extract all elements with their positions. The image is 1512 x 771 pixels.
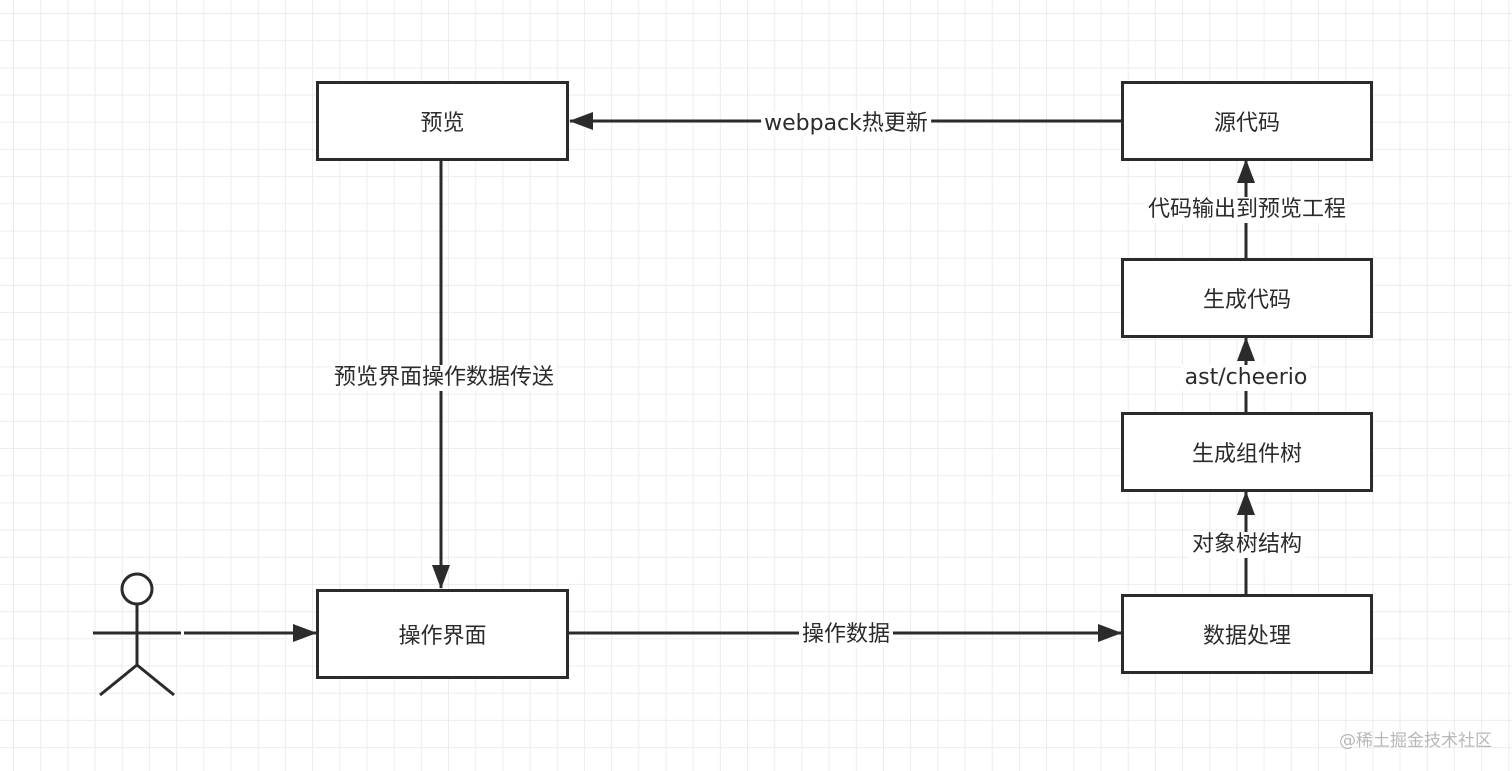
node-label: 生成组件树: [1191, 442, 1302, 467]
edge-label-webpack-hot-update: webpack热更新: [761, 111, 931, 137]
edge-label-preview-data-transfer: 预览界面操作数据传送: [330, 365, 558, 391]
actor-icon: [93, 572, 181, 697]
node-source-code[interactable]: 源代码: [1121, 81, 1373, 161]
node-label: 源代码: [1213, 111, 1280, 136]
edge-label-object-tree-structure: 对象树结构: [1188, 532, 1306, 558]
node-operation-ui[interactable]: 操作界面: [316, 589, 569, 679]
watermark: @稀土掘金技术社区: [1339, 731, 1492, 751]
edge-label-code-output: 代码输出到预览工程: [1144, 197, 1350, 223]
node-data-processing[interactable]: 数据处理: [1121, 594, 1373, 674]
node-label: 生成代码: [1202, 288, 1291, 313]
node-generate-component-tree[interactable]: 生成组件树: [1121, 412, 1373, 492]
node-preview[interactable]: 预览: [316, 81, 569, 161]
node-label: 操作界面: [398, 624, 487, 649]
edge-label-operation-data: 操作数据: [798, 622, 894, 648]
node-generate-code[interactable]: 生成代码: [1121, 258, 1373, 338]
edge-label-ast-cheerio: ast/cheerio: [1181, 365, 1311, 391]
node-label: 数据处理: [1202, 624, 1291, 649]
node-label: 预览: [420, 111, 465, 136]
